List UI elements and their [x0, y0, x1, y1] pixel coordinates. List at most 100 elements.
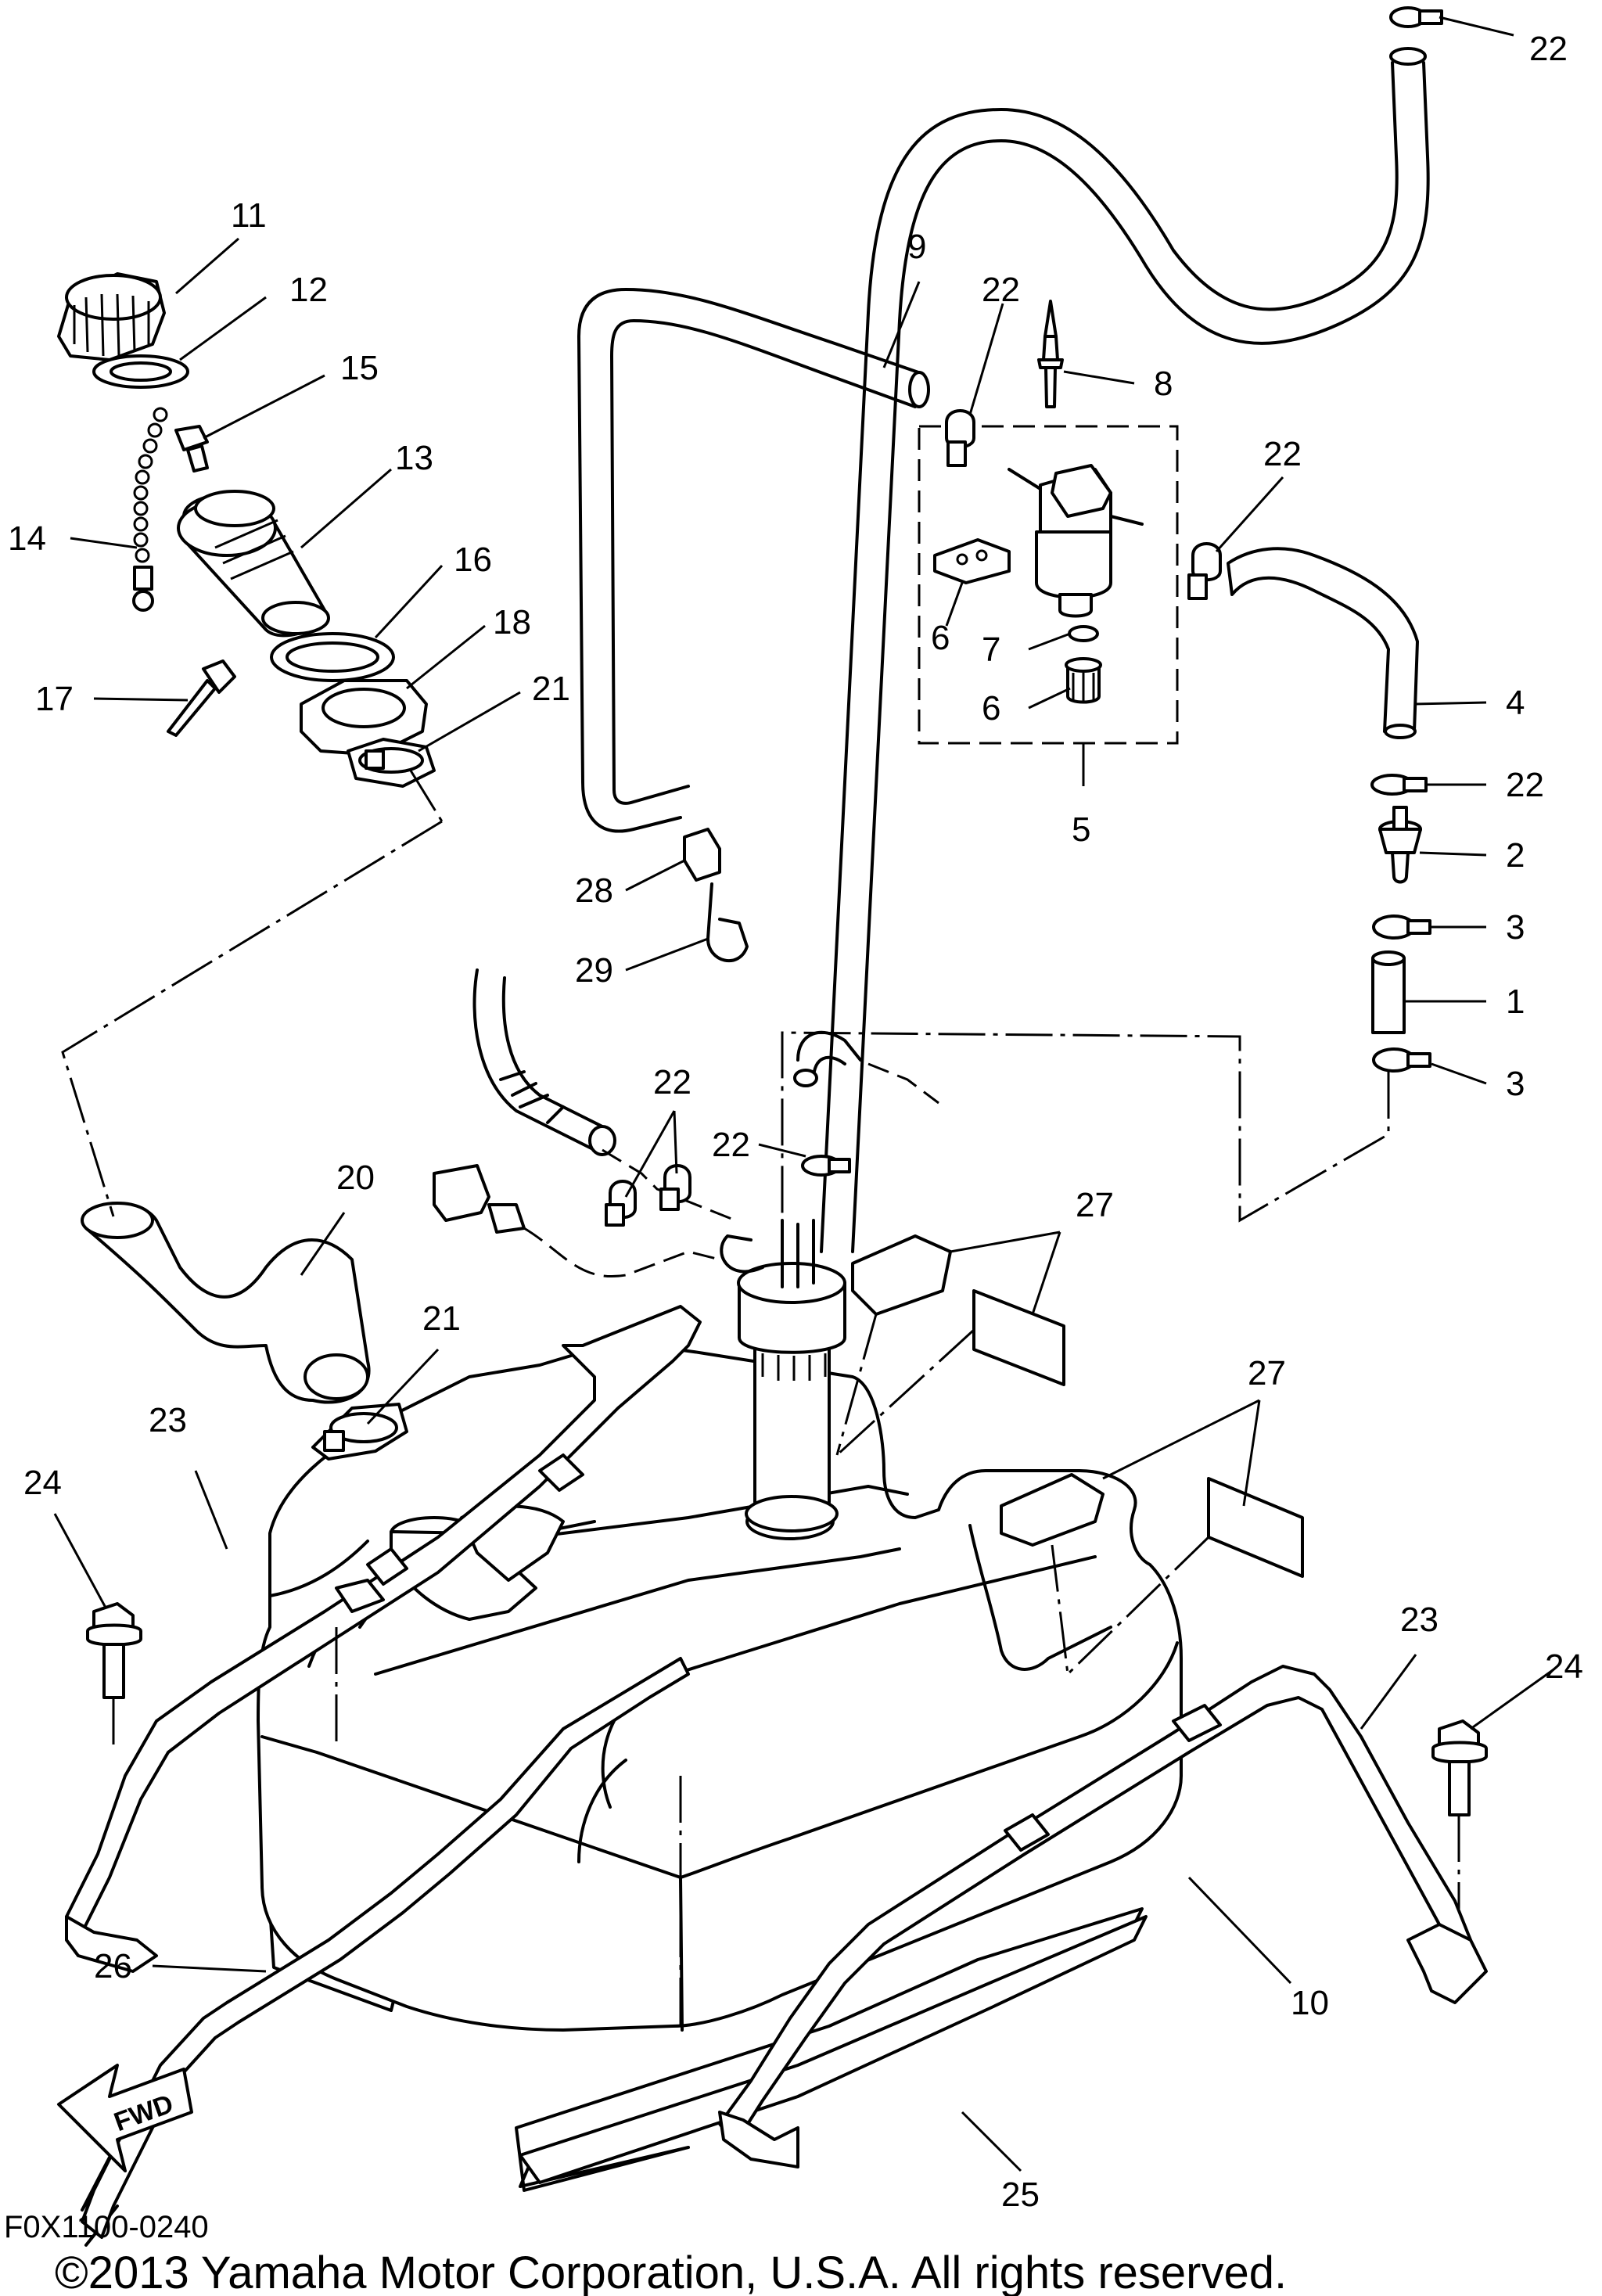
strap-upper-outline [65, 1305, 702, 1942]
fuel-hose-4 [1227, 547, 1419, 739]
leader-14 [300, 468, 392, 549]
strap-upper-buckle-3 [335, 1579, 385, 1613]
chain-link [138, 454, 153, 469]
callout-24: 24 [23, 1464, 62, 1502]
tank-mid-ridge [374, 1547, 901, 1676]
leader-7 [1028, 687, 1071, 710]
vent-hose-end [908, 371, 930, 408]
nut-19-hole [321, 688, 406, 728]
clamp-3-bottom [1372, 1047, 1431, 1073]
leader-16 [203, 374, 325, 440]
return-hose-end [793, 1069, 818, 1087]
leader-2 [1419, 851, 1487, 857]
return-hose-outer [796, 1030, 862, 1062]
strap-upper-hook [65, 1915, 158, 1973]
strap-upper-buckle-1 [538, 1453, 584, 1492]
leader-22e-1 [624, 1110, 676, 1198]
guide-pad-27a [835, 1313, 878, 1456]
leader-24b [1470, 1669, 1554, 1730]
pin-9-collar [1037, 358, 1064, 369]
callout-2: 2 [1506, 836, 1525, 875]
o-ring-8 [1068, 625, 1099, 642]
leader-22c [1215, 476, 1284, 553]
chain-link [133, 516, 149, 532]
valve-body [1378, 828, 1422, 854]
bolt-left [86, 1602, 142, 1699]
chain-link [153, 407, 168, 422]
leader-17 [374, 564, 444, 639]
filler-cap [57, 272, 166, 361]
vent-hose-long-end [1389, 47, 1427, 66]
pad-27-d [1207, 1477, 1304, 1578]
callout-22: 22 [653, 1063, 691, 1101]
leader-20 [300, 1212, 346, 1276]
callout-7: 6 [982, 689, 1000, 728]
callout-3: 3 [1506, 908, 1525, 947]
filter-neck [1058, 593, 1093, 618]
clamp-21-bottom-hole [329, 1412, 398, 1443]
sender-wire [720, 1234, 764, 1274]
guide-pad-27b [835, 1328, 975, 1457]
filler-neck-14 [177, 490, 330, 638]
clamp-21-top-screw [365, 749, 385, 770]
vent-hose-outer [577, 288, 925, 833]
leader-22b [968, 303, 1004, 415]
tank-ridge-3 [577, 1759, 627, 1863]
supply-hose-outer [472, 968, 596, 1152]
gasket-17-inner [286, 641, 379, 673]
callout-labels: 22 11 9 12 22 8 15 13 22 14 16 6 7 18 4 … [8, 30, 1583, 2214]
hose-clamp-21-bottom [311, 1403, 408, 1461]
pin-9-tip [1043, 300, 1058, 338]
pin-9 [1037, 300, 1064, 408]
leader-23b [1360, 1654, 1417, 1730]
sender-pipes [781, 1219, 815, 1288]
clamp-22-filter-right [1187, 542, 1222, 600]
strap-left [78, 2190, 82, 2198]
filler-neck-top [194, 490, 275, 527]
callout-6: 6 [931, 619, 950, 657]
callout-17: 16 [454, 541, 492, 579]
tank-pad-rear [270, 1956, 282, 2296]
clamp-22-center [801, 1155, 851, 1177]
filter-outlet [1109, 515, 1144, 526]
screw-16 [174, 425, 209, 472]
filter-bowl [1035, 530, 1112, 599]
filter-bracket-6 [933, 538, 1011, 584]
leader-28 [625, 859, 685, 892]
clamp-tab [1406, 1052, 1431, 1068]
callout-22: 22 [1529, 30, 1568, 68]
leader-26 [152, 1964, 267, 1973]
chain-link [133, 501, 149, 516]
leader-13 [179, 296, 267, 361]
fuel-sender-unit [720, 1219, 846, 1532]
callout-19: 18 [493, 603, 531, 641]
callout-27: 27 [1076, 1186, 1114, 1224]
fuel-filter [1008, 464, 1144, 618]
tank-waist [679, 1641, 1179, 1879]
guide-clamp-top [409, 770, 444, 822]
vent-hose-long [820, 47, 1430, 1253]
bolt-right [1431, 1719, 1488, 1816]
copyright-notice: ©2013 Yamaha Motor Corporation, U.S.A. A… [55, 2247, 1287, 2296]
hose-1-body [1371, 957, 1406, 1034]
callout-4: 4 [1506, 684, 1525, 722]
callout-21: 21 [532, 670, 570, 708]
filter-inlet [1008, 468, 1042, 490]
callout-22: 22 [1506, 766, 1544, 804]
bracket-6-body [933, 538, 1011, 584]
wire-connector [433, 1164, 720, 1277]
filler-hose-end [304, 1353, 369, 1400]
leader-23a [194, 1470, 228, 1550]
strap-right-hook [1406, 1923, 1488, 2004]
supply-hose-inner [501, 976, 604, 1128]
filler-hose-20 [81, 1202, 371, 1404]
wire-harness [523, 1227, 720, 1277]
foam-pad-27-d [1207, 1477, 1304, 1578]
rivet-18-body [202, 659, 236, 694]
callout-27: 27 [1248, 1354, 1286, 1392]
holder-28-body [683, 828, 721, 882]
supply-hose-end [588, 1125, 616, 1156]
tie-29-band [706, 882, 749, 962]
leader-22a [1439, 16, 1514, 37]
fwd-arrow-icon [57, 2064, 193, 2172]
